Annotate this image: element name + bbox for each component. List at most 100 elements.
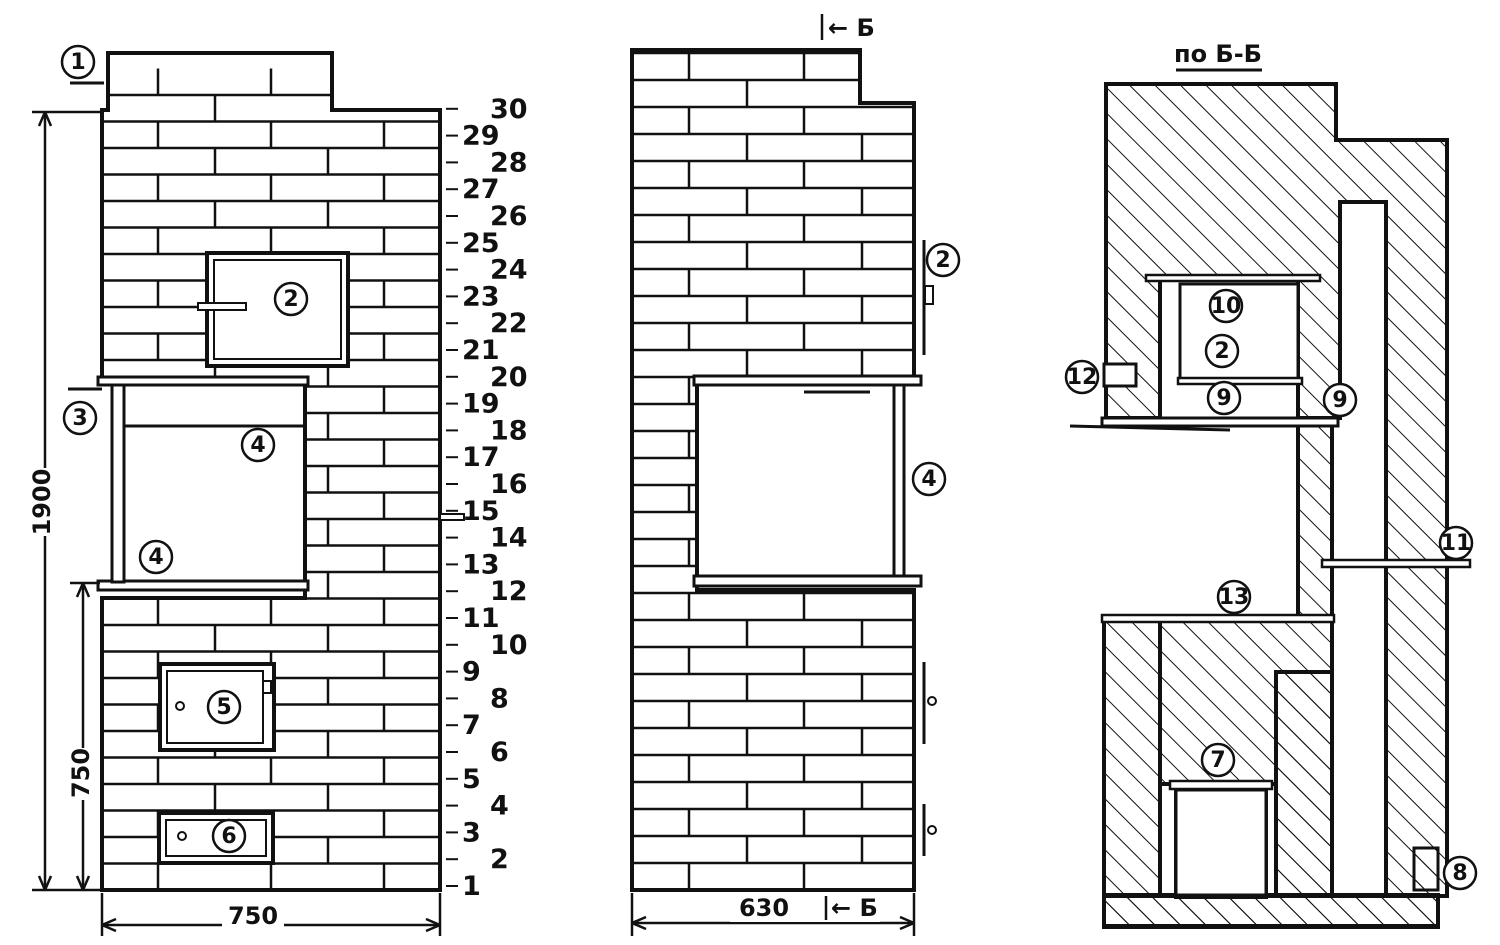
section-ash-pit xyxy=(1174,788,1268,897)
row-number-label: 11 xyxy=(462,603,500,634)
section-title: по Б-Б xyxy=(1174,40,1262,68)
row-number-label: 12 xyxy=(490,576,528,607)
section-callout-circle xyxy=(1322,382,1358,418)
section-plate-13 xyxy=(1100,613,1336,624)
section-callout-circle xyxy=(1438,525,1474,561)
front-view: 750 1900 750 xyxy=(28,51,465,936)
row-number-label: 5 xyxy=(462,764,481,795)
section-callout-circle xyxy=(1442,855,1478,891)
section-niche-slab xyxy=(1100,416,1340,428)
front-callout-label: 1 xyxy=(70,50,85,75)
front-lower-dimension xyxy=(70,581,100,891)
side-callout-circle xyxy=(925,242,961,278)
front-callout-circle xyxy=(138,539,174,575)
row-number-label: 6 xyxy=(490,737,509,768)
row-number-label: 4 xyxy=(490,791,509,822)
row-number-label: 7 xyxy=(462,710,481,741)
row-number-label: 28 xyxy=(490,147,528,178)
front-niche-post xyxy=(110,383,126,584)
section-cleanout-8 xyxy=(1412,846,1440,892)
section-grate-7 xyxy=(1168,779,1274,791)
row-number-label: 17 xyxy=(462,442,500,473)
section-callout-circle xyxy=(1216,579,1252,615)
section-plate-9 xyxy=(1176,376,1304,386)
side-niche-post xyxy=(892,383,906,578)
row-number-label: 30 xyxy=(490,94,528,125)
side-upper-door-handle xyxy=(924,285,934,305)
front-callout-circle xyxy=(240,427,276,463)
row-number-label: 20 xyxy=(490,362,528,393)
section-callout-label: 9 xyxy=(1216,386,1231,411)
row-number-label: 26 xyxy=(490,201,528,232)
row-number-label: 19 xyxy=(462,389,500,420)
side-callout-label: 2 xyxy=(935,248,950,273)
section-niche-bar xyxy=(1069,424,1231,432)
side-width-label: 630 xyxy=(739,894,789,922)
row-number-label: 29 xyxy=(462,121,500,152)
section-mark-top: ← Б xyxy=(828,14,875,42)
row-number-label: 10 xyxy=(490,630,528,661)
row-number-label: 24 xyxy=(490,255,528,286)
section-callout-label: 8 xyxy=(1452,861,1467,886)
row-number-label: 16 xyxy=(490,469,528,500)
side-view: ← Б 630 ← Б xyxy=(630,14,937,936)
front-upper-door-handle xyxy=(197,302,247,311)
front-callout-circle xyxy=(62,400,98,436)
front-niche-top-slab xyxy=(96,375,310,387)
section-callout-label: 13 xyxy=(1219,585,1250,610)
section-callout-label: 11 xyxy=(1441,531,1472,556)
section-callout-circle xyxy=(1064,359,1100,395)
front-niche-bottom-slab xyxy=(96,579,310,592)
row-number-label: 15 xyxy=(462,496,500,527)
front-callout-label: 3 xyxy=(72,406,87,431)
side-brick-courses xyxy=(632,50,914,892)
section-callout-label: 2 xyxy=(1214,339,1229,364)
section-callout-label: 10 xyxy=(1211,294,1242,319)
front-wall-hook xyxy=(439,513,465,521)
row-number-label: 21 xyxy=(462,335,500,366)
row-number-label: 25 xyxy=(462,228,500,259)
front-callout-circle xyxy=(60,44,96,80)
side-callout-circle xyxy=(911,461,947,497)
side-outline xyxy=(630,48,916,892)
section-vent-12 xyxy=(1102,362,1138,388)
row-number-label: 1 xyxy=(462,871,481,902)
side-niche-top-slab xyxy=(692,374,923,387)
brick-row-numbers: 1234567891011121314151617181920212223242… xyxy=(446,94,528,902)
section-mark-bottom: ← Б xyxy=(831,894,878,922)
front-height-label: 1900 xyxy=(28,469,56,536)
front-brick-courses xyxy=(102,68,440,892)
row-number-label: 14 xyxy=(490,523,528,554)
side-firebox-door-knob xyxy=(927,696,937,706)
front-firebox-door-hinge xyxy=(262,680,272,694)
row-number-label: 13 xyxy=(462,549,500,580)
side-callout-label: 4 xyxy=(921,467,936,492)
section-callout-label: 12 xyxy=(1067,365,1098,390)
front-firebox-door-inner xyxy=(166,670,264,744)
row-number-label: 8 xyxy=(490,683,509,714)
row-number-label: 23 xyxy=(462,281,500,312)
section-callout-circle xyxy=(1200,742,1236,778)
side-width-dimension xyxy=(630,893,916,936)
row-number-label: 3 xyxy=(462,817,481,848)
section-middle-riser xyxy=(1296,422,1334,622)
row-number-label: 9 xyxy=(462,657,481,688)
front-lower-height-label: 750 xyxy=(67,748,95,798)
section-callout-label: 9 xyxy=(1332,388,1347,413)
side-ash-door-knob xyxy=(927,825,937,835)
row-number-label: 22 xyxy=(490,308,528,339)
row-number-label: 18 xyxy=(490,415,528,446)
front-ash-door-latch xyxy=(177,831,187,841)
section-callout-circle xyxy=(1204,333,1240,369)
section-plate-10 xyxy=(1144,273,1322,283)
front-width-label: 750 xyxy=(228,902,278,930)
front-callout-label: 5 xyxy=(216,695,231,720)
front-callout-label: 4 xyxy=(148,545,163,570)
section-top-masonry xyxy=(1104,82,1449,898)
front-ash-door-inner xyxy=(165,819,267,857)
front-callout-label: 6 xyxy=(221,824,236,849)
front-callout-circle xyxy=(206,689,242,725)
side-niche-bottom-slab xyxy=(692,574,923,588)
